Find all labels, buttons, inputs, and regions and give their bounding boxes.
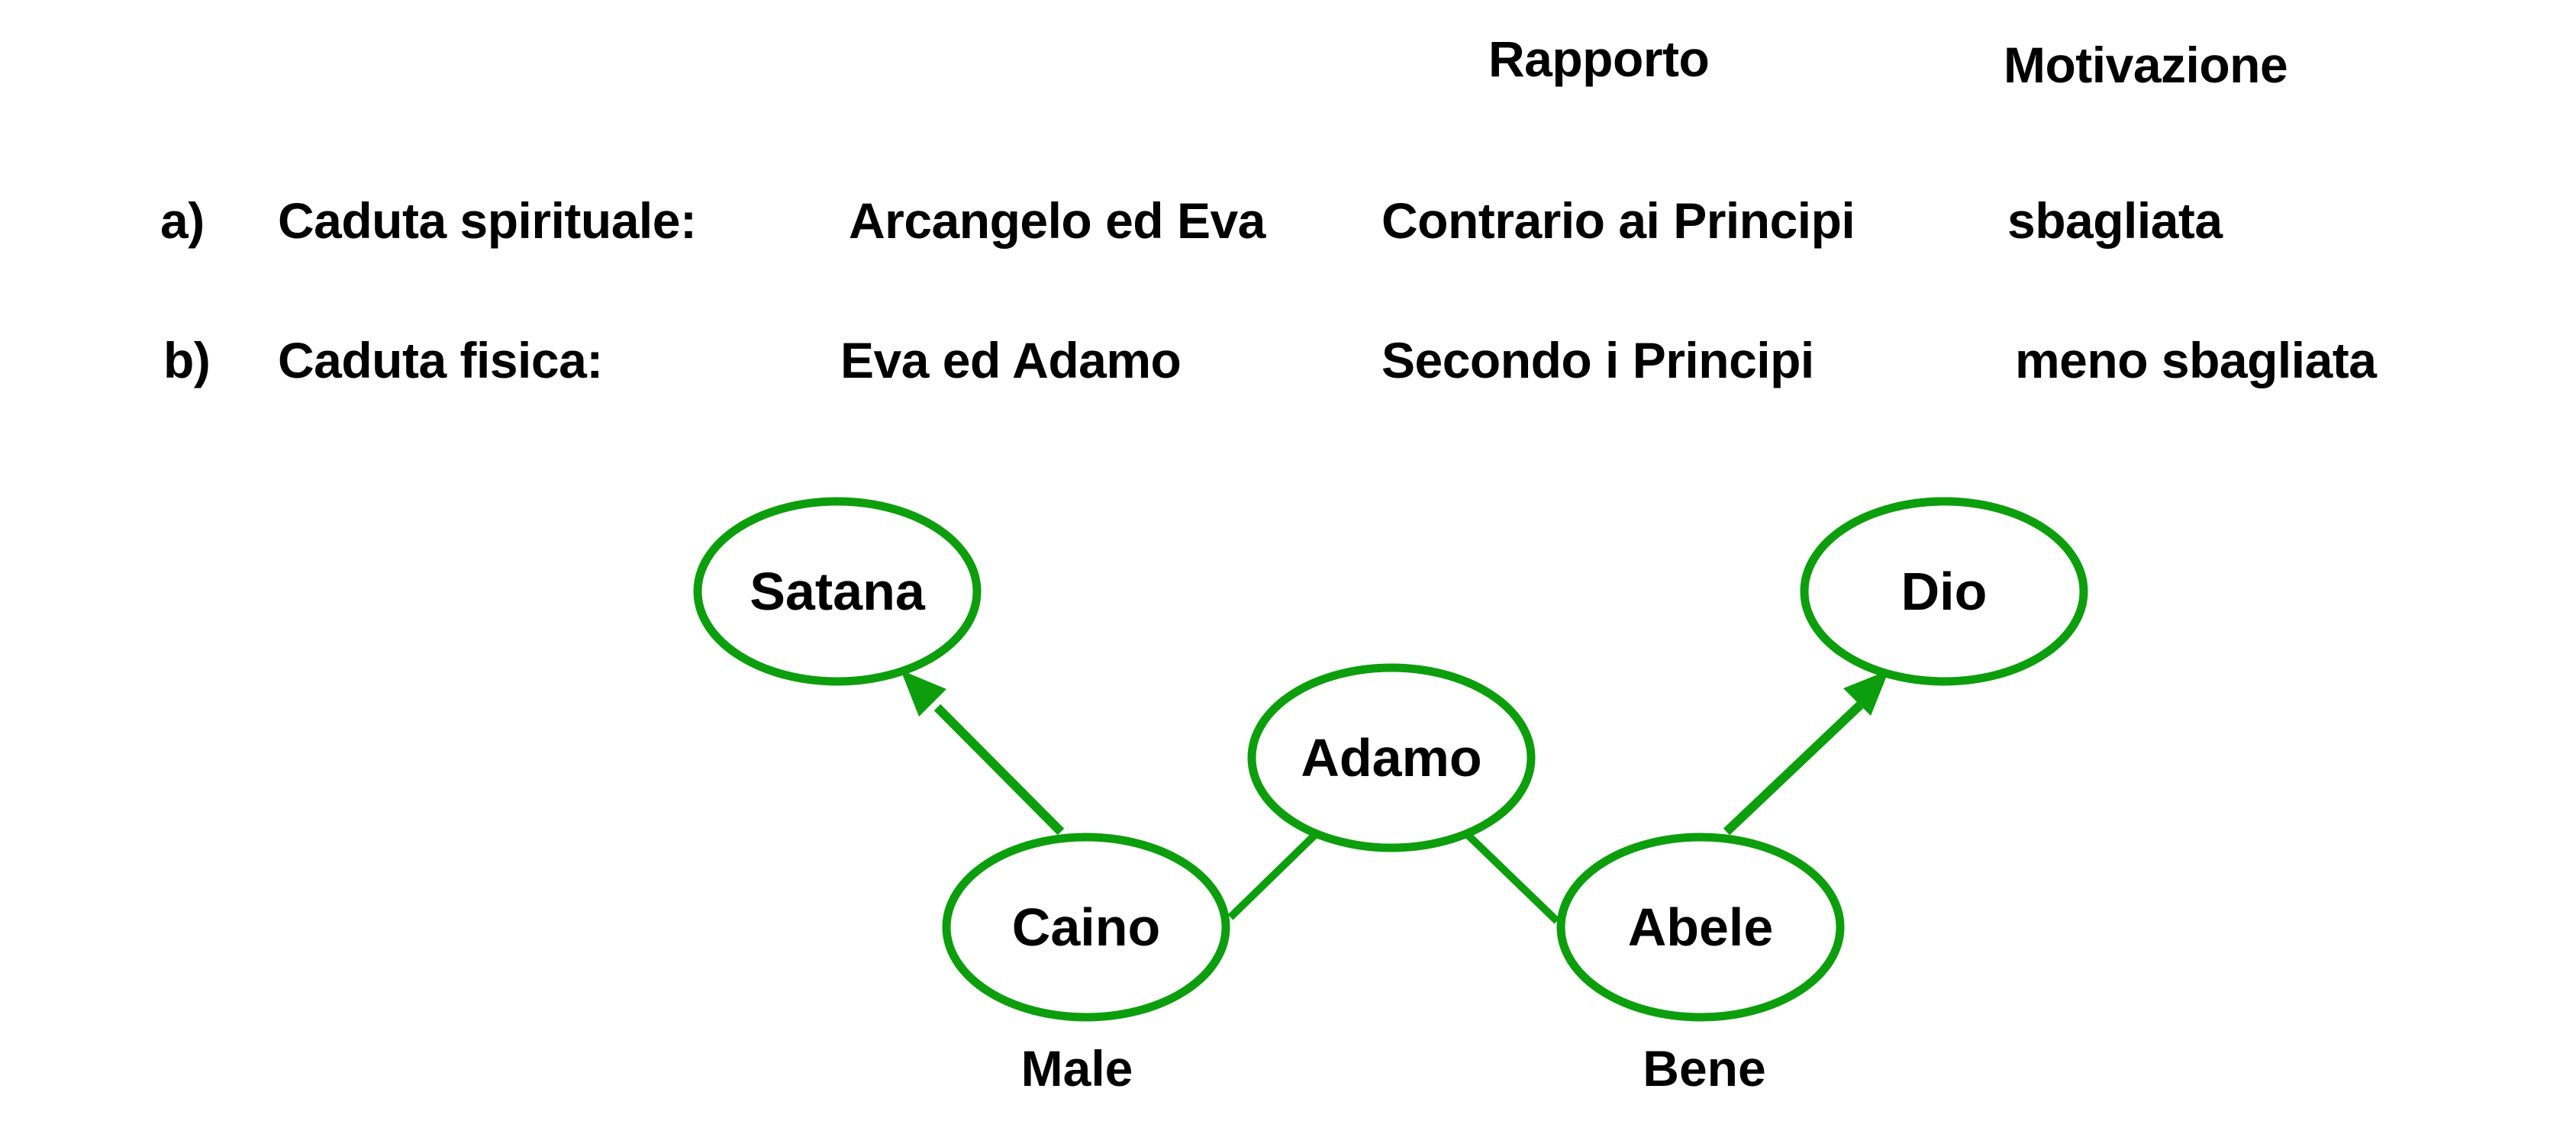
edge-adamo-caino	[1227, 830, 1320, 920]
row-a-label: Caduta spirituale:	[278, 192, 697, 249]
edge-abele-dio-arrow	[1723, 670, 1889, 836]
node-dio-ellipse	[1800, 497, 2088, 686]
edge-caino-satana-arrow	[901, 670, 1065, 836]
edge-caino-satana-shaft	[933, 704, 1065, 836]
row-b-label: Caduta fisica:	[278, 332, 603, 388]
column-header-motivazione: Motivazione	[2004, 37, 2288, 93]
row-b-motivazione: meno sbagliata	[2015, 332, 2377, 388]
node-adamo-label: Adamo	[1301, 728, 1482, 788]
node-satana-label: Satana	[750, 562, 925, 621]
caption-bene: Bene	[1643, 1040, 1766, 1097]
row-b-pair: Eva ed Adamo	[840, 332, 1182, 388]
caption-male: Male	[1020, 1040, 1133, 1097]
node-dio-label: Dio	[1901, 562, 1988, 621]
row-b-rapporto: Secondo i Principi	[1381, 332, 1814, 388]
row-b-marker: b)	[163, 332, 211, 388]
node-caino-ellipse	[942, 833, 1230, 1022]
row-a-marker: a)	[160, 192, 205, 249]
edge-abele-dio-arrowhead-icon	[1843, 670, 1889, 716]
column-header-rapporto: Rapporto	[1488, 31, 1710, 87]
row-a-pair: Arcangelo ed Eva	[849, 192, 1265, 249]
row-a-motivazione: sbagliata	[2007, 192, 2223, 249]
node-caino-label: Caino	[1011, 897, 1161, 957]
node-abele-label: Abele	[1627, 897, 1774, 957]
node-satana-ellipse	[693, 497, 982, 686]
edge-adamo-abele	[1465, 833, 1560, 924]
node-abele-ellipse	[1556, 833, 1845, 1022]
edge-caino-satana-arrowhead-icon	[901, 670, 946, 717]
edge-abele-dio-shaft	[1723, 701, 1864, 836]
row-a-rapporto: Contrario ai Principi	[1381, 192, 1855, 249]
node-adamo-ellipse	[1247, 663, 1536, 852]
